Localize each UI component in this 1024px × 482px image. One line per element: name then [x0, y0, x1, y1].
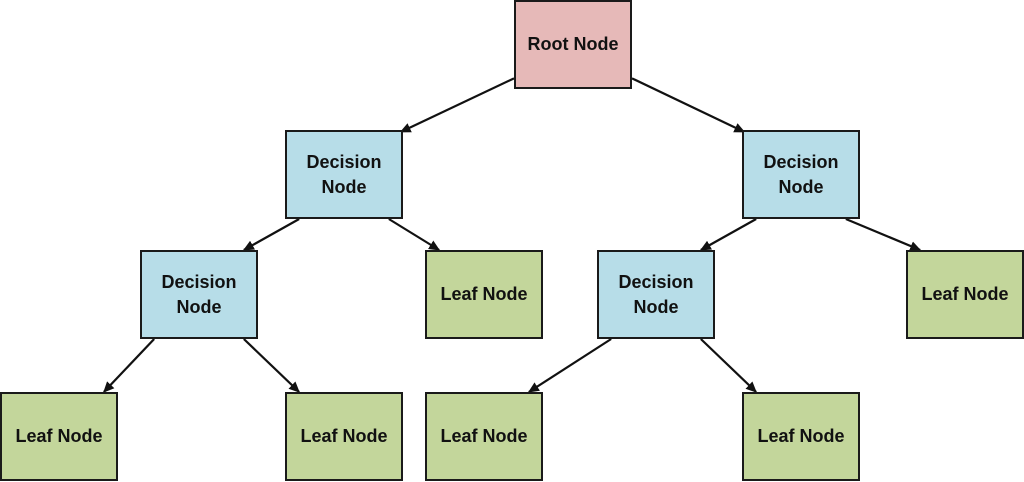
decision-node-right: Decision Node	[742, 130, 860, 219]
leaf-node: Leaf Node	[0, 392, 118, 481]
decision-node-left-left: Decision Node	[140, 250, 258, 339]
root-node: Root Node	[514, 0, 632, 89]
decision-node-label: Decision Node	[618, 271, 694, 317]
decision-node-label: Decision Node	[161, 271, 237, 317]
decision-node-label: Decision Node	[763, 151, 839, 197]
leaf-node: Leaf Node	[425, 392, 543, 481]
leaf-node: Leaf Node	[285, 392, 403, 481]
edge-arrow-decision_right_left-to-leaf_6	[700, 338, 757, 393]
leaf-node-label: Leaf Node	[440, 426, 528, 446]
edge-arrow-root-to-decision_left	[399, 77, 515, 133]
leaf-node-label: Leaf Node	[15, 426, 103, 446]
edge-arrow-decision_right-to-leaf_3	[845, 217, 922, 252]
decision-node-label: Decision Node	[306, 151, 382, 197]
leaf-node-label: Leaf Node	[921, 284, 1009, 304]
leaf-node: Leaf Node	[425, 250, 543, 339]
edge-arrow-decision_left-to-leaf_2	[388, 218, 441, 251]
decision-node-left: Decision Node	[285, 130, 403, 219]
edge-arrow-decision_left-to-decision_left_left	[242, 218, 300, 251]
leaf-node: Leaf Node	[742, 392, 860, 481]
leaf-node-label: Leaf Node	[300, 426, 388, 446]
root-node-label: Root Node	[527, 34, 619, 54]
leaf-node-label: Leaf Node	[440, 284, 528, 304]
decision-node-right-left: Decision Node	[597, 250, 715, 339]
edge-arrow-decision_right_left-to-leaf_5	[527, 338, 612, 393]
edge-arrow-decision_right-to-decision_right_left	[699, 218, 757, 251]
edge-arrow-root-to-decision_right	[631, 77, 746, 133]
edge-arrow-decision_left_left-to-leaf_1	[103, 338, 155, 393]
leaf-node: Leaf Node	[906, 250, 1024, 339]
leaf-node-label: Leaf Node	[757, 426, 845, 446]
edge-arrow-decision_left_left-to-leaf_4	[243, 338, 300, 393]
